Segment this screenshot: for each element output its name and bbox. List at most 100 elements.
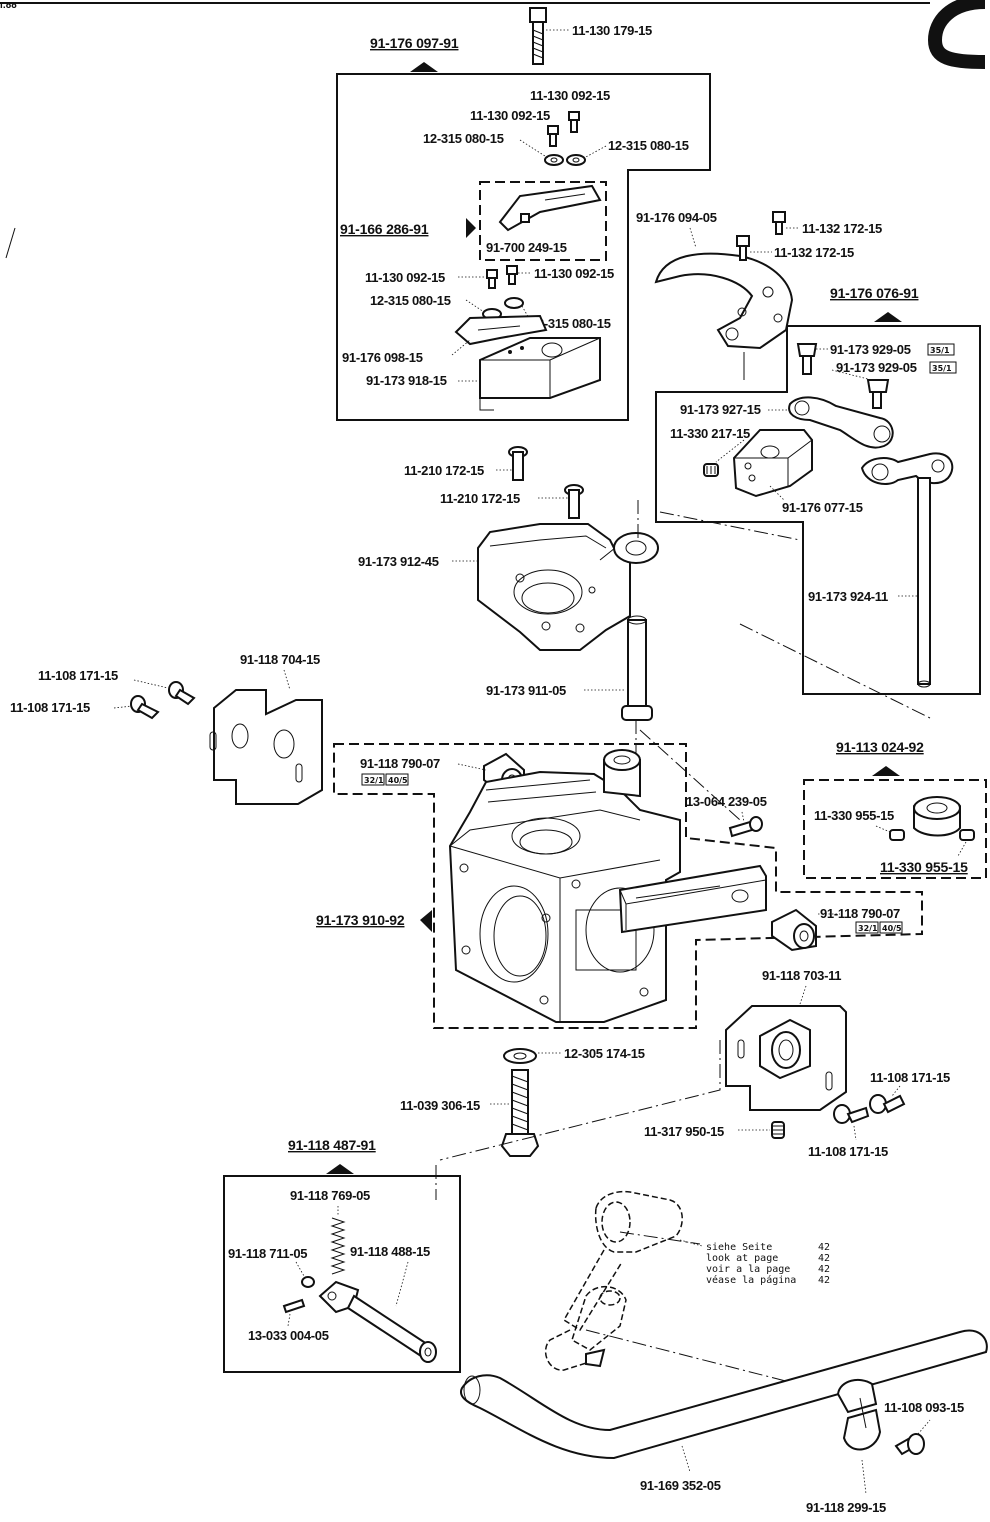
label-clamp-screw: 11-108 093-15: [884, 1400, 964, 1415]
label-lever: 91-173 927-15: [680, 402, 761, 417]
screw-icon: [130, 681, 196, 720]
note-es: véase la página: [706, 1274, 796, 1286]
hook-plate-icon: [654, 252, 794, 350]
label-screw-e1: 11-108 171-15: [38, 668, 118, 683]
washer-icon: [504, 297, 524, 309]
bushing-badge-b2: [879, 921, 903, 934]
set-screw-icon: [703, 463, 719, 477]
stud-icon: [796, 343, 890, 409]
label-washer-a2: 12-315 080-15: [608, 138, 689, 153]
group-knife-assembly: 91-166 286-91: [340, 221, 429, 237]
label-screw-e2: 11-108 171-15: [10, 700, 90, 715]
label-set-screw: 11-330 217-15: [670, 426, 750, 441]
group-lever-assembly: 91-176 076-91: [830, 285, 919, 301]
label-screw-h1: 11-108 171-15: [870, 1070, 950, 1085]
housing-assembly-frame: [333, 743, 923, 1029]
label-screw-h2: 11-108 171-15: [808, 1144, 888, 1159]
label-carrier: 91-173 912-45: [358, 554, 439, 569]
label-shaft: 91-173 924-11: [808, 589, 888, 604]
group-marker-icon: [326, 1164, 354, 1174]
label-set-screw-h: 11-317 950-15: [644, 1124, 724, 1139]
group-marker-icon: [872, 766, 900, 776]
knife-block-icon: [479, 337, 601, 411]
note-page-2: 42: [818, 1253, 830, 1264]
carrier-icon: [477, 523, 659, 651]
label-screw-d1: 11-210 172-15: [404, 463, 484, 478]
group-housing-assembly: 91-173 910-92: [316, 912, 405, 928]
lever-assembly-frame: [655, 325, 981, 695]
bushing-badge-a: [361, 773, 385, 786]
pin-icon: [621, 615, 653, 721]
note-page-4: 42: [818, 1275, 830, 1286]
label-washer-a1: 12-315 080-15: [423, 131, 504, 146]
small-screw-icon: [736, 211, 786, 261]
label-bolt: 11-039 306-15: [400, 1098, 480, 1113]
screw-icon: [728, 816, 763, 838]
label-crank: 91-176 077-15: [782, 500, 863, 515]
label-bushing-2: 91-118 790-07: [820, 906, 900, 921]
group-marker-icon: [410, 62, 438, 72]
screw-icon: [833, 1094, 906, 1124]
label-stud-1: 91-173 929-05: [830, 342, 911, 357]
label-plunger: 91-118 488-15: [350, 1244, 430, 1259]
label-bar: 91-169 352-05: [640, 1478, 721, 1493]
stud-badge-2: [929, 361, 957, 374]
note-fr: voir a la page: [706, 1264, 790, 1275]
knife-holder-icon: [454, 314, 548, 346]
pin-assembly-frame: [223, 1175, 461, 1373]
bushing-icon: [771, 908, 817, 952]
bushing-badge-a2: [855, 921, 879, 934]
label-screw-c1: 11-132 172-15: [802, 221, 882, 236]
label-washer-b2: 12-315 080-15: [530, 316, 611, 331]
set-screw-icon: [771, 1121, 785, 1139]
label-stud-2: 91-173 929-05: [836, 360, 917, 375]
knife-blade-icon: [498, 184, 602, 232]
label-screw-a2: 11-130 092-15: [470, 108, 550, 123]
screw-icon: [894, 1433, 925, 1456]
bushing-badge-b: [385, 773, 409, 786]
label-washer-b1: 12-315 080-15: [370, 293, 451, 308]
label-top-screw: 11-130 179-15: [572, 23, 652, 38]
group-marker-icon: [874, 312, 902, 322]
note-en: look at page: [706, 1253, 778, 1264]
label-screw-f: 13-064 239-05: [686, 794, 767, 809]
label-knife-holder: 91-176 098-15: [342, 350, 423, 365]
top-screw-icon: [529, 7, 547, 65]
flat-screw-icon: [508, 446, 584, 519]
small-screw-icon: [547, 111, 580, 147]
mounting-plate-icon: [209, 689, 323, 805]
stray-mark: [5, 227, 16, 259]
label-clamp: 91-118 299-15: [806, 1500, 886, 1515]
label-screw-a1: 11-130 092-15: [530, 88, 610, 103]
corner-fragment: i.oo: [0, 1, 17, 10]
plunger-icon: [318, 1280, 437, 1363]
label-screw-b1: 11-130 092-15: [365, 270, 445, 285]
label-plate-left: 91-118 704-15: [240, 652, 320, 667]
dowel-icon: [282, 1298, 306, 1314]
washer-icon: [544, 154, 564, 166]
page-letter-g: [927, 0, 986, 69]
mounting-plate-icon: [725, 1005, 847, 1111]
label-knife-blade: 91-700 249-15: [486, 240, 567, 255]
bushing-badge-b-text: 40/5: [388, 776, 408, 785]
label-ball: 91-118 711-05: [228, 1246, 307, 1261]
label-collar-screw-2: 11-330 955-15: [880, 859, 968, 875]
group-marker-icon: [466, 218, 476, 238]
group-marker-icon: [420, 910, 432, 932]
group-upper-assembly: 91-176 097-91: [370, 35, 459, 51]
washer-icon: [503, 1048, 537, 1064]
label-bushing-1: 91-118 790-07: [360, 756, 440, 771]
label-dowel: 13-033 004-05: [248, 1328, 329, 1343]
upper-assembly-frame: [336, 73, 711, 421]
group-pin-assembly: 91-118 487-91: [288, 1137, 376, 1153]
collar-assembly-frame: [803, 779, 987, 879]
label-collar-screw-1: 11-330 955-15: [814, 808, 894, 823]
small-screw-icon: [486, 265, 518, 289]
label-screw-b2: 11-130 092-15: [534, 266, 614, 281]
group-collar-assembly: 91-113 024-92: [836, 739, 924, 755]
label-hook-plate: 91-176 094-05: [636, 210, 717, 225]
collar-icon: [913, 796, 961, 837]
label-spring: 91-118 769-05: [290, 1188, 370, 1203]
label-knife-block: 91-173 918-15: [366, 373, 447, 388]
lever-icon: [788, 396, 894, 449]
